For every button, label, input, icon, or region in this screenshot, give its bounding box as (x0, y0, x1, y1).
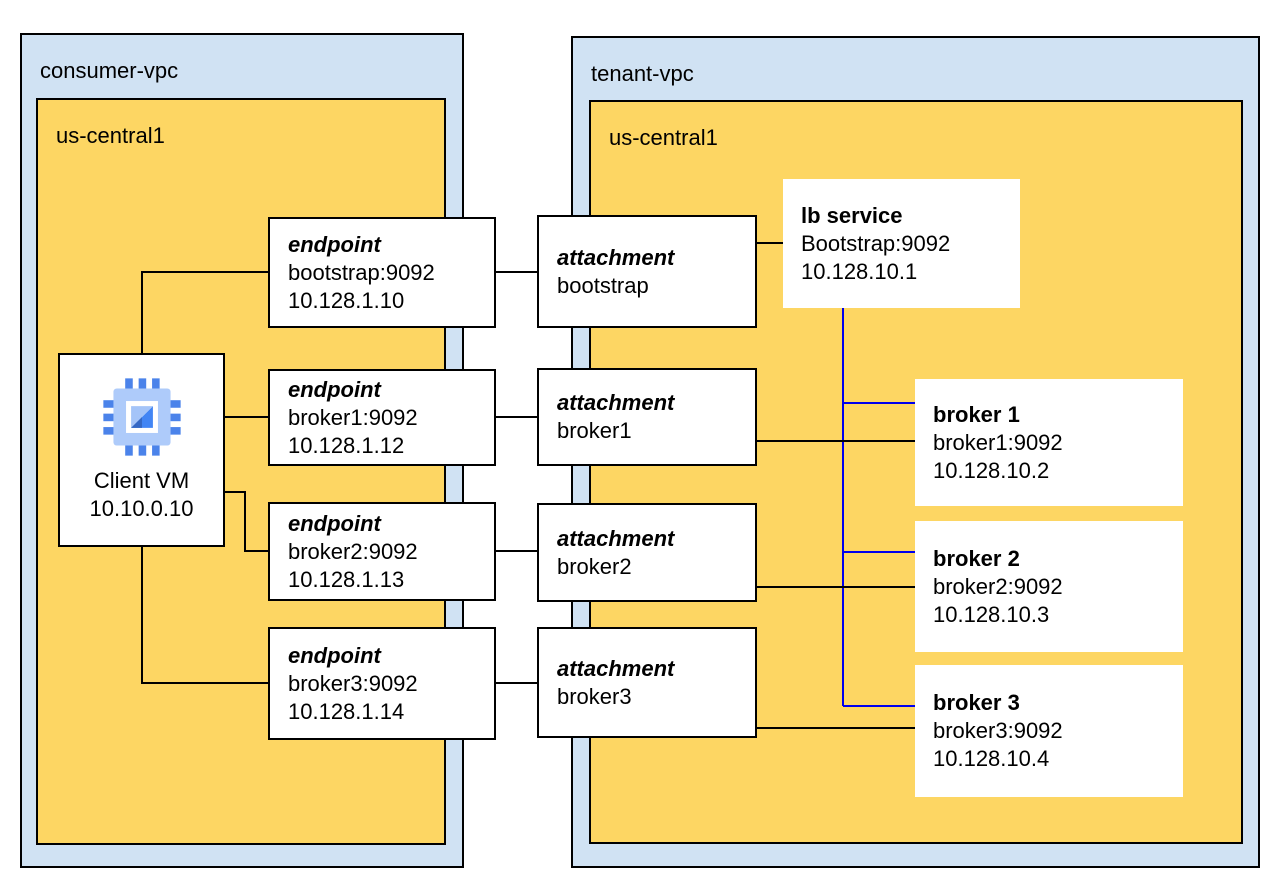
broker-1-node: broker 1 broker1:9092 10.128.10.2 (915, 379, 1183, 506)
node-title: endpoint (288, 231, 381, 257)
attachment-bootstrap-node: attachment bootstrap (537, 215, 757, 328)
tenant-vpc-label: tenant-vpc (591, 61, 694, 86)
node-line: 10.128.1.13 (288, 566, 405, 592)
node-line: 10.128.1.14 (288, 698, 405, 724)
attachment-broker2-node: attachment broker2 (537, 503, 757, 602)
node-line: bootstrap (557, 272, 649, 298)
client-vm-node: Client VM 10.10.0.10 (58, 353, 225, 547)
node-title: broker 1 (933, 401, 1020, 427)
attachment-broker3-node: attachment broker3 (537, 627, 757, 738)
node-title: endpoint (288, 642, 381, 668)
node-line: 10.128.10.3 (933, 601, 1050, 627)
client-vm-ip: 10.10.0.10 (89, 496, 194, 521)
node-line: broker1:9092 (288, 404, 418, 430)
compute-engine-chip-icon (102, 378, 181, 456)
node-line: broker3:9092 (933, 718, 1063, 743)
node-line: broker2:9092 (288, 538, 418, 564)
node-line: bootstrap:9092 (288, 259, 435, 285)
endpoint-broker1-node: endpoint broker1:9092 10.128.1.12 (268, 369, 496, 466)
node-line: broker3:9092 (288, 670, 418, 696)
tenant-region-label: us-central1 (609, 125, 718, 150)
node-line: Bootstrap:9092 (801, 230, 951, 256)
node-title: attachment (557, 655, 675, 681)
node-line: 10.128.10.2 (933, 457, 1050, 483)
consumer-vpc-label: consumer-vpc (40, 58, 179, 83)
node-line: broker3 (557, 683, 632, 709)
broker-2-node: broker 2 broker2:9092 10.128.10.3 (915, 521, 1183, 652)
node-title: attachment (557, 390, 675, 415)
endpoint-bootstrap-node: endpoint bootstrap:9092 10.128.1.10 (268, 217, 496, 328)
node-title: broker 3 (933, 690, 1020, 715)
attachment-broker1-node: attachment broker1 (537, 368, 757, 466)
broker-3-node: broker 3 broker3:9092 10.128.10.4 (915, 665, 1183, 797)
node-title: attachment (557, 244, 675, 270)
node-title: lb service (801, 202, 903, 228)
lb-service-node: lb service Bootstrap:9092 10.128.10.1 (783, 179, 1020, 308)
node-line: 10.128.10.1 (801, 258, 918, 284)
node-line: broker1 (557, 418, 632, 443)
endpoint-broker3-node: endpoint broker3:9092 10.128.1.14 (268, 627, 496, 740)
node-line: broker2 (557, 553, 632, 579)
node-line: 10.128.10.4 (933, 746, 1050, 771)
node-title: endpoint (288, 376, 381, 402)
node-title: broker 2 (933, 545, 1020, 571)
endpoint-broker2-node: endpoint broker2:9092 10.128.1.13 (268, 502, 496, 601)
node-line: broker2:9092 (933, 573, 1063, 599)
node-line: 10.128.1.10 (288, 287, 405, 313)
node-line: broker1:9092 (933, 429, 1063, 455)
node-line: 10.128.1.12 (288, 432, 405, 458)
client-vm-title: Client VM (93, 468, 190, 493)
node-title: attachment (557, 525, 675, 551)
consumer-region-label: us-central1 (56, 123, 165, 148)
node-title: endpoint (288, 510, 381, 536)
